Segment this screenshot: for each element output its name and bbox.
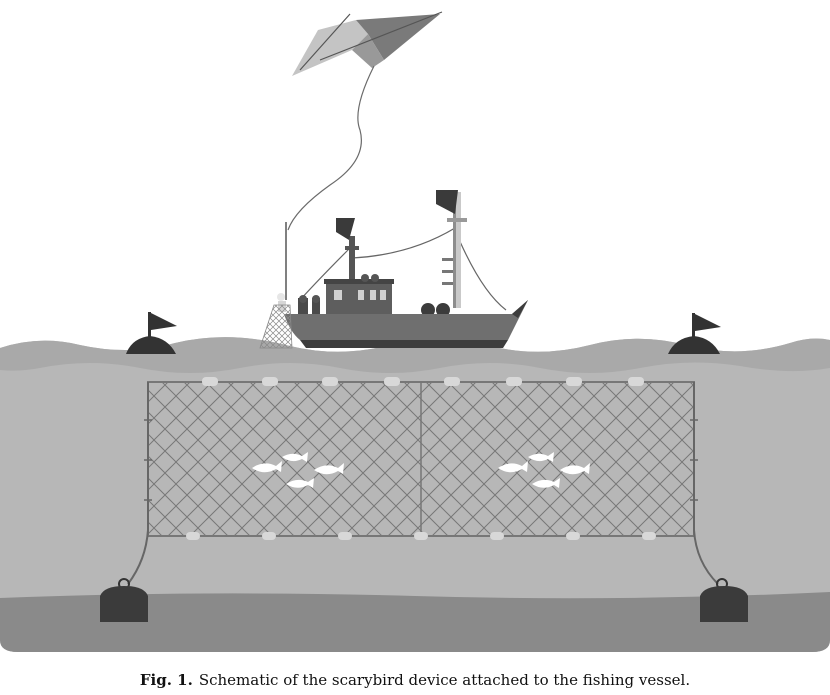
buoy-flag-icon	[668, 313, 721, 354]
buoy-flag-icon	[126, 312, 177, 354]
scarybird-schematic	[0, 11, 830, 652]
fish-icon	[252, 452, 344, 488]
anchor-weight-icon	[100, 578, 148, 622]
net-icon	[127, 377, 719, 585]
fishing-boat-icon	[259, 190, 528, 349]
kite-icon	[287, 11, 443, 231]
figure-caption: Fig. 1. Schematic of the scarybird device…	[0, 671, 830, 689]
figure-caption-text: Schematic of the scarybird device attach…	[198, 671, 691, 689]
figure-label: Fig. 1.	[139, 671, 193, 689]
fish-icon	[498, 452, 590, 488]
anchor-weight-icon	[700, 578, 748, 622]
sea-floor	[0, 592, 830, 652]
